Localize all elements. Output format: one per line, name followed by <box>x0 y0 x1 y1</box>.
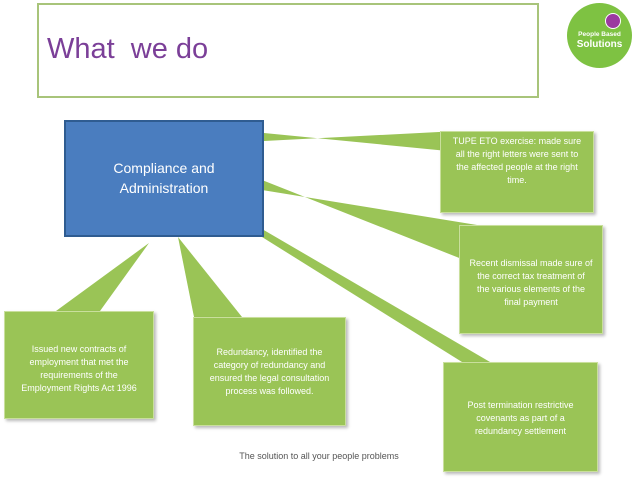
connector-contracts <box>56 243 149 311</box>
connector-covenants <box>262 229 490 362</box>
callout-covenants: Post termination restrictive covenants a… <box>443 362 598 472</box>
callout-dismissal: Recent dismissal made sure of the correc… <box>459 225 603 334</box>
callout-contracts: Issued new contracts of employment that … <box>4 311 154 419</box>
main-topic-box: Compliance and Administration <box>64 120 264 237</box>
footer-tagline: The solution to all your people problems <box>239 451 399 461</box>
logo-text-bottom: Solutions <box>576 39 623 50</box>
connector-tupe <box>264 131 458 152</box>
logo-text-top: People Based <box>578 31 621 38</box>
callout-tupe: TUPE ETO exercise: made sure all the rig… <box>440 131 594 213</box>
logo-dot-icon <box>605 13 621 29</box>
connector-dismissal <box>262 180 477 265</box>
slide-title: What we do <box>47 33 209 65</box>
connector-redundancy <box>178 237 242 317</box>
callout-redundancy: Redundancy, identified the category of r… <box>193 317 346 426</box>
company-logo: People Based Solutions <box>567 3 632 68</box>
title-box: What we do <box>37 3 539 98</box>
